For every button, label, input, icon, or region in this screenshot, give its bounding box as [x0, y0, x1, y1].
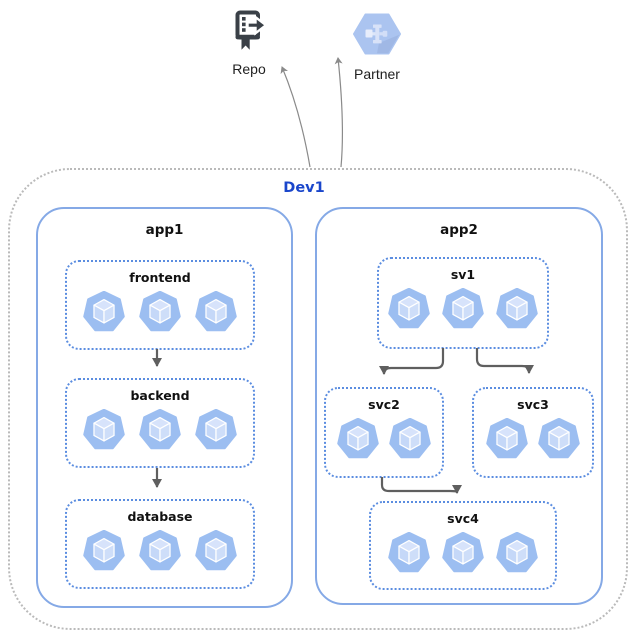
pod-icon: [83, 291, 125, 332]
service-svc3: svc3: [472, 387, 594, 478]
app2-label: app2: [440, 222, 478, 238]
app1-label: app1: [145, 222, 184, 238]
repo-node: Repo: [219, 8, 279, 77]
pod-icon: [486, 418, 528, 459]
partner-node: Partner: [342, 13, 412, 82]
repo-export-icon: [235, 10, 268, 50]
service-svc2: svc2: [324, 387, 444, 478]
repo-label: Repo: [232, 61, 266, 77]
service-database: database: [65, 499, 255, 589]
svc3-label: svc3: [517, 397, 549, 412]
svc4-pods: [371, 532, 555, 574]
pod-icon: [442, 532, 484, 573]
dev1-boundary: [8, 168, 628, 630]
pod-icon: [139, 409, 181, 450]
service-frontend: frontend: [65, 260, 255, 350]
pod-icon: [83, 409, 125, 450]
frontend-pods: [67, 291, 253, 333]
pod-icon: [139, 291, 181, 332]
service-backend: backend: [65, 378, 255, 468]
pod-icon: [538, 418, 580, 459]
database-pods: [67, 530, 253, 572]
pod-icon: [139, 530, 181, 571]
backend-label: backend: [130, 388, 190, 403]
svc2-label: svc2: [368, 397, 400, 412]
svc4-label: svc4: [447, 511, 479, 526]
svc2-pods: [326, 418, 442, 460]
pod-icon: [388, 532, 430, 573]
pod-icon: [388, 288, 430, 329]
pod-icon: [195, 530, 237, 571]
pod-icon: [389, 418, 431, 459]
pod-icon: [195, 291, 237, 332]
pod-icon: [496, 532, 538, 573]
app2-box: app2 sv1 svc2: [315, 207, 603, 605]
sv1-pods: [379, 288, 547, 330]
edge-dev1-repo: [280, 66, 311, 168]
backend-pods: [67, 409, 253, 451]
svc3-pods: [474, 418, 592, 460]
pod-icon: [442, 288, 484, 329]
pod-icon: [83, 530, 125, 571]
service-svc4: svc4: [369, 501, 557, 590]
pod-icon: [195, 409, 237, 450]
database-label: database: [127, 509, 193, 524]
app1-box: app1 frontend backend: [36, 207, 293, 608]
partner-label: Partner: [354, 66, 400, 82]
dev1-label: Dev1: [283, 180, 325, 196]
pod-icon: [496, 288, 538, 329]
frontend-label: frontend: [129, 270, 191, 285]
sv1-label: sv1: [450, 267, 476, 282]
service-sv1: sv1: [377, 257, 549, 349]
pod-icon: [337, 418, 379, 459]
partner-hexagon-icon: [353, 13, 401, 55]
